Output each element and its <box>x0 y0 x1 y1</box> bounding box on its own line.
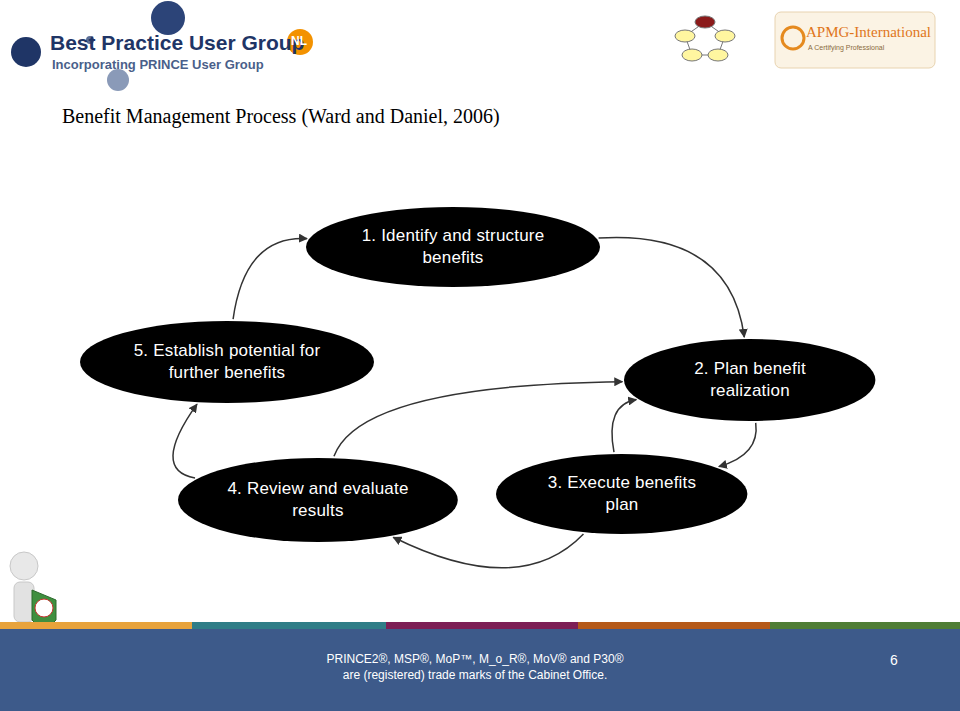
ellipse-shape <box>624 339 875 421</box>
ellipse-fill <box>496 454 747 534</box>
apmg-tagline: A Certifying Professional <box>808 44 884 51</box>
process-ellipse: 4. Review and evaluate results <box>178 458 458 542</box>
footer-stripe <box>578 622 770 629</box>
node-text: 3. Execute benefits plan <box>537 472 707 516</box>
ellipse-shape <box>80 321 374 403</box>
node-text: 5. Establish potential for further benef… <box>127 340 327 384</box>
ellipse-fill <box>306 207 600 287</box>
apmg-swirl <box>782 27 804 49</box>
node-text: 2. Plan benefit realization <box>665 358 835 402</box>
curved-arrow <box>599 237 745 337</box>
process-ellipse: 3. Execute benefits plan <box>496 454 747 534</box>
network-icon <box>675 16 735 61</box>
footer-stripe <box>770 622 960 629</box>
ellipse-shape <box>178 458 458 542</box>
slide-title: Benefit Management Process (Ward and Dan… <box>62 105 500 128</box>
ellipse-fill <box>80 321 374 403</box>
curved-arrow <box>334 382 622 457</box>
logo-circle <box>107 69 129 91</box>
logo-title: Best Practice User Group <box>50 31 304 55</box>
logo-subtitle: Incorporating PRINCE User Group <box>52 57 264 72</box>
footer-stripe <box>192 622 386 629</box>
curved-arrow <box>719 423 756 467</box>
ellipse-fill <box>624 339 875 421</box>
ellipse-shape <box>306 207 600 287</box>
footer-stripe <box>0 622 192 629</box>
ellipse-shape <box>496 454 747 534</box>
page-number: 6 <box>890 652 898 668</box>
curved-arrow <box>393 534 583 568</box>
footer-trademark: PRINCE2®, MSP®, MoP™, M_o_R®, MoV® and P… <box>325 651 625 683</box>
process-ellipse: 1. Identify and structure benefits <box>306 207 600 287</box>
nl-text: NL <box>291 34 307 48</box>
node-text: 1. Identify and structure benefits <box>353 225 553 269</box>
logo-circle <box>151 1 185 35</box>
apmg-logo-box <box>775 12 935 68</box>
ellipse-fill <box>178 458 458 542</box>
process-ellipse: 2. Plan benefit realization <box>624 339 875 421</box>
node-text: 4. Review and evaluate results <box>223 478 413 522</box>
apmg-name: APMG-International <box>806 24 931 41</box>
curved-arrow <box>233 238 307 319</box>
curved-arrow <box>173 404 197 478</box>
logo-circle <box>11 37 41 67</box>
person-figure <box>10 552 56 632</box>
footer-band <box>0 629 960 711</box>
footer-stripe <box>386 622 578 629</box>
curved-arrow <box>612 400 636 452</box>
process-ellipse: 5. Establish potential for further benef… <box>80 321 374 403</box>
